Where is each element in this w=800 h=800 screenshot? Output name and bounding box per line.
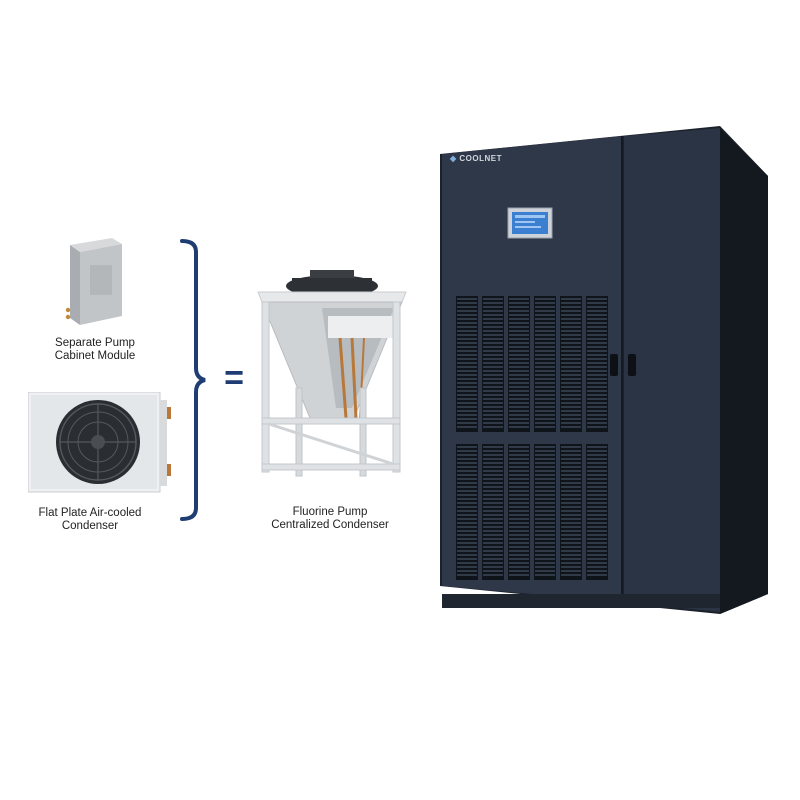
flat-condenser-caption: Flat Plate Air-cooled Condenser (10, 507, 170, 533)
pump-module-caption-line1: Separate Pump (55, 337, 135, 349)
main-cabinet-unit (438, 124, 770, 616)
flat-condenser-caption-line2: Condenser (61, 520, 119, 532)
pump-module-image (60, 230, 130, 330)
central-condenser-image (252, 268, 410, 480)
pump-module-caption-line2: Cabinet Module (54, 350, 136, 362)
flat-condenser-caption-line1: Flat Plate Air-cooled (38, 507, 142, 519)
central-condenser-caption-line2: Centralized Condenser (271, 519, 389, 531)
flat-condenser-image (28, 392, 174, 494)
pump-module-caption: Separate Pump Cabinet Module (20, 337, 170, 363)
cabinet-brand-text: COOLNET (459, 154, 502, 163)
central-condenser-caption: Fluorine Pump Centralized Condenser (250, 506, 410, 532)
grouping-bracket (178, 238, 208, 522)
equals-sign: = (224, 359, 244, 397)
cabinet-brand-logo: ◆ COOLNET (450, 154, 502, 163)
central-condenser-caption-line1: Fluorine Pump (292, 506, 368, 518)
coolnet-logo-icon: ◆ (450, 154, 457, 163)
